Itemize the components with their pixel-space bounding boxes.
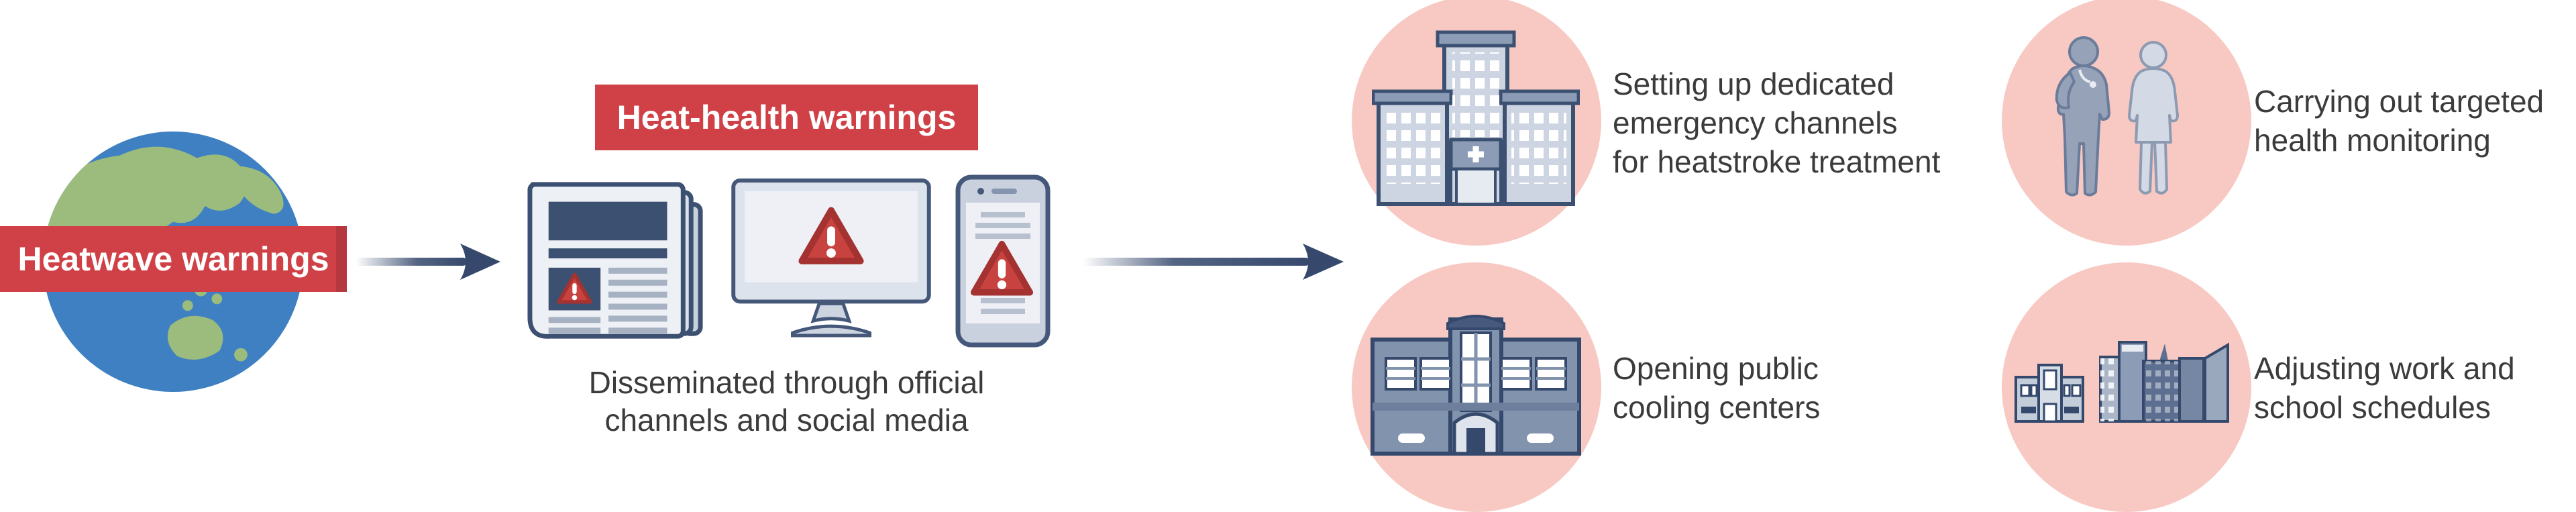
arrow-right-icon [1083, 244, 1344, 280]
label-line: Carrying out targeted [2254, 84, 2544, 119]
heatwave-warnings-banner: Heatwave warnings [0, 226, 347, 292]
response-label-cooling-centers: Opening public cooling centers [1613, 349, 1820, 427]
banner-fold-edge [336, 226, 347, 292]
label-line: Opening public [1613, 351, 1819, 386]
label-line: health monitoring [2254, 123, 2491, 158]
arrow-right-icon [356, 244, 500, 280]
monitor-icon [731, 178, 931, 338]
heat-health-warnings-label: Heat-health warnings [616, 99, 957, 136]
doctor-patient-icon [2055, 36, 2179, 197]
label-line: cooling centers [1613, 390, 1821, 425]
label-line: school schedules [2254, 390, 2491, 425]
label-line: emergency channels [1613, 105, 1898, 140]
caption-line-2: channels and social media [604, 403, 969, 438]
response-label-emergency-channels: Setting up dedicated emergency channels … [1613, 64, 1940, 181]
label-line: Adjusting work and [2254, 351, 2515, 386]
newspaper-icon [527, 182, 703, 339]
dissemination-icons [523, 174, 1053, 349]
city-buildings-icon [2015, 341, 2229, 423]
heatwave-warnings-label: Heatwave warnings [17, 240, 329, 278]
label-line: Setting up dedicated [1613, 66, 1894, 101]
label-line: for heatstroke treatment [1613, 144, 1941, 179]
response-circle-health-monitoring [2002, 0, 2251, 246]
response-label-work-school: Adjusting work and school schedules [2254, 349, 2515, 427]
response-label-health-monitoring: Carrying out targeted health monitoring [2254, 82, 2544, 160]
heat-health-warnings-banner: Heat-health warnings [595, 85, 978, 150]
smartphone-icon [955, 174, 1051, 348]
dissemination-caption: Disseminated through official channels a… [577, 364, 996, 439]
cooling-center-icon [1371, 315, 1581, 456]
hospital-icon [1372, 30, 1580, 206]
caption-line-1: Disseminated through official [588, 365, 985, 400]
